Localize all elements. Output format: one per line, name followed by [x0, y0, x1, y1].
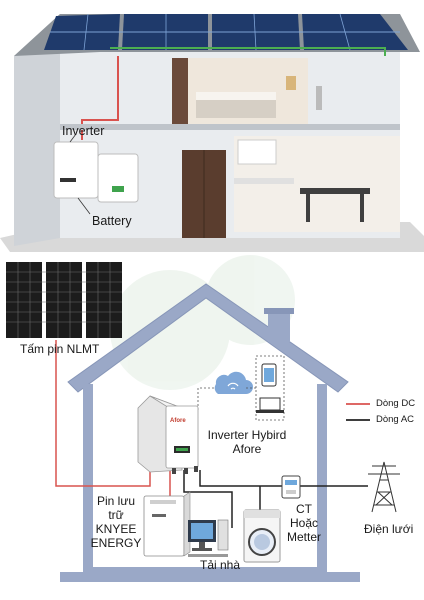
top-battery-label: Battery	[92, 214, 132, 228]
bed	[196, 98, 276, 118]
legend-dc-label: Dòng DC	[376, 398, 416, 409]
inverter-display	[112, 186, 124, 192]
solar-panel-2	[46, 262, 82, 338]
meter-label-line2: Hoặc	[289, 516, 318, 530]
battery-label-line3: KNYEE	[95, 522, 137, 536]
inverter-brand-mark: Afore	[170, 418, 186, 424]
house-outline	[60, 283, 360, 582]
battery-label-line1: Pin lưu	[96, 494, 136, 508]
bedroom-wardrobe	[172, 58, 188, 124]
power-grid-tower-icon	[368, 461, 400, 513]
battery-unit	[143, 491, 191, 557]
grid-label: Điện lưới	[364, 522, 414, 536]
panels-label: Tấm pin NLMT	[20, 342, 100, 356]
top-inverter-unit	[97, 153, 139, 203]
ac-wire-load	[183, 470, 233, 528]
inverter-label-line2: Afore	[232, 442, 262, 456]
battery-label-line4: ENERGY	[90, 536, 142, 550]
meter-label-line3: Metter	[286, 530, 321, 544]
table-leg	[360, 194, 364, 222]
load-label: Tải nhà	[200, 558, 241, 572]
inverter-label-line1: Inverter Hybird	[207, 428, 287, 442]
table-leg	[306, 194, 310, 222]
inverter-label: Inverter Hybird Afore	[202, 428, 292, 456]
battery-label-line2: trữ	[108, 508, 124, 522]
battery-label: Pin lưu trữ KNYEE ENERGY	[90, 494, 142, 550]
hybrid-inverter	[137, 395, 199, 474]
legend-ac-label: Dòng AC	[376, 414, 415, 425]
dining-table	[300, 188, 370, 194]
monitoring-devices	[197, 355, 285, 421]
inverter-leader	[69, 133, 77, 143]
roof-green-cable	[110, 47, 386, 56]
floor-slab	[60, 124, 400, 130]
solar-panels	[6, 262, 122, 338]
ct-meter-icon	[281, 475, 301, 499]
roof-solar-panels	[44, 13, 408, 51]
battery-leader	[77, 197, 91, 215]
bed-pillows	[196, 92, 276, 100]
lamp	[286, 76, 296, 90]
solar-panel-3	[86, 262, 122, 338]
laptop-icon	[259, 397, 281, 411]
ac-wire-grid	[199, 470, 368, 487]
top-inverter-label: Inverter	[62, 124, 105, 138]
counter	[234, 178, 294, 184]
washing-machine-icon	[243, 509, 281, 563]
window	[237, 139, 277, 165]
left-outer-wall	[14, 14, 60, 246]
dc-wire-panels	[55, 340, 151, 487]
solar-panel-1	[6, 262, 42, 338]
wall-fixture	[316, 86, 322, 110]
meter-label: CT Hoặc Metter	[280, 502, 328, 544]
battery-led	[60, 178, 76, 182]
meter-label-line1: CT	[296, 502, 312, 516]
computer-icon	[188, 519, 229, 557]
